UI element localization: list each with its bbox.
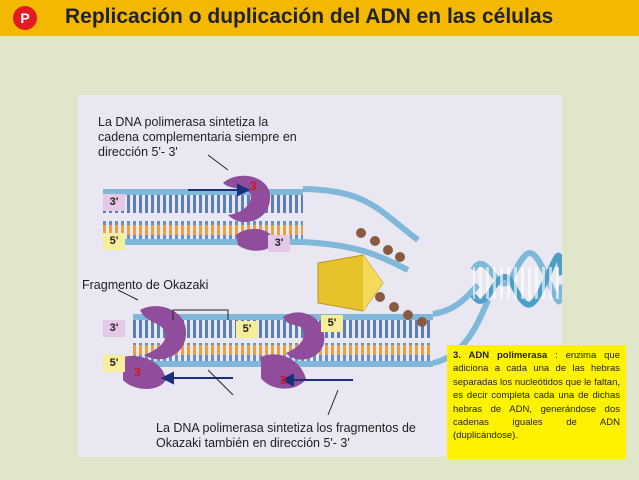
label-bot-mid-5prime: 5' (236, 321, 258, 338)
title-bar: P Replicación o duplicación del ADN en l… (0, 0, 639, 36)
enzyme-number-bottom-right: 3 (280, 373, 287, 387)
helicase (317, 254, 384, 312)
enzyme-number-top: 3 (250, 179, 257, 193)
info-heading: 3. ADN polimerasa (453, 350, 548, 361)
note-top-line-3: dirección 5'- 3' (98, 145, 178, 159)
label-top-left-3prime: 3' (103, 194, 125, 211)
info-text: : enzima que adiciona a cada una de las … (453, 350, 620, 442)
note-bottom-line-1: La DNA polimerasa sintetiza los fragment… (156, 421, 416, 435)
info-box-adn-polimerasa: 3. ADN polimerasa : enzima que adiciona … (447, 345, 626, 459)
label-bot-left-5prime: 5' (103, 355, 125, 372)
note-top-line-2: cadena complementaria siempre en (98, 130, 297, 144)
replication-fork-illustration (103, 154, 562, 416)
ssb-proteins (356, 228, 427, 327)
enzyme-number-bottom-left: 3 (134, 365, 141, 379)
okazaki-label: Fragmento de Okazaki (82, 278, 209, 292)
slide-title: Replicación o duplicación del ADN en las… (65, 5, 554, 28)
dna-polymerase-bottom-left (123, 306, 187, 390)
parental-helix (470, 250, 562, 308)
note-top-line-1: La DNA polimerasa sintetiza la (98, 115, 269, 129)
dna-polymerase-top (223, 175, 274, 251)
dna-replication-figure: La DNA polimerasa sintetiza la cadena co… (78, 95, 562, 457)
note-bottom-line-2: Okazaki también en dirección 5'- 3' (156, 436, 350, 450)
note-top: La DNA polimerasa sintetiza la cadena co… (98, 115, 297, 160)
label-bot-right-5prime: 5' (321, 315, 343, 332)
synthesis-arrows (160, 183, 353, 387)
callout-lines (117, 154, 339, 416)
slide-badge: P (13, 6, 37, 30)
note-bottom: La DNA polimerasa sintetiza los fragment… (156, 421, 416, 451)
label-bot-left-3prime: 3' (103, 320, 125, 337)
label-top-left-5prime: 5' (103, 233, 125, 250)
label-top-mid-3prime: 3' (268, 235, 290, 252)
